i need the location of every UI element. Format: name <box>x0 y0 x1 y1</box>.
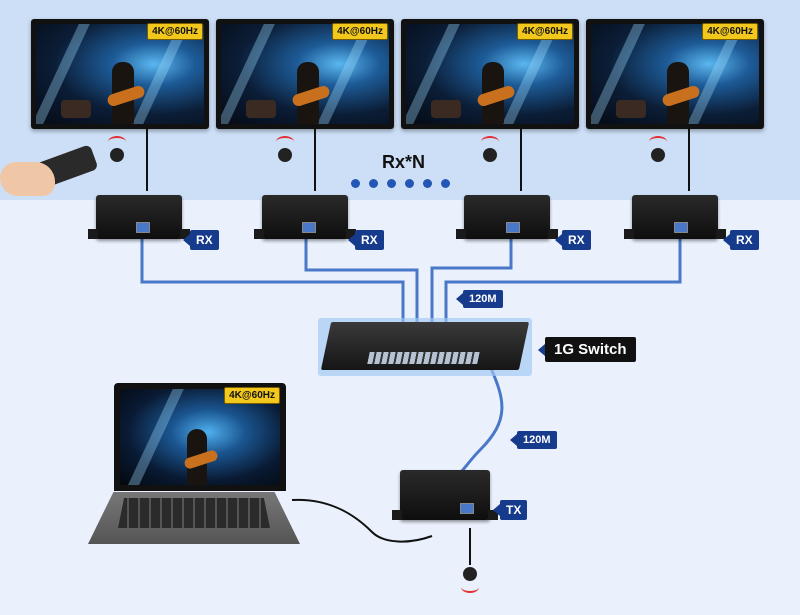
switch-label: 1G Switch <box>538 337 636 362</box>
resolution-badge: 4K@60Hz <box>332 23 388 40</box>
ellipsis-dots-icon <box>351 175 461 188</box>
display-3-screen <box>406 24 574 124</box>
resolution-badge: 4K@60Hz <box>147 23 203 40</box>
cable-rx-2 <box>304 236 419 327</box>
laptop-screen <box>120 389 280 485</box>
ir-receiver-icon <box>481 136 499 164</box>
ir-receiver-icon <box>276 136 294 164</box>
distance-label-lower: 120M <box>510 431 557 449</box>
rx-unit-3 <box>456 195 558 239</box>
rx-label: RX <box>183 230 219 250</box>
rx-label: RX <box>723 230 759 250</box>
display-1-stand <box>146 129 148 191</box>
remote-control-icon <box>0 144 99 200</box>
display-2-stand <box>314 129 316 191</box>
display-4: 4K@60Hz <box>586 19 764 129</box>
display-3: 4K@60Hz <box>401 19 579 129</box>
hdmi-cable-laptop <box>291 498 433 543</box>
rx-label: RX <box>348 230 384 250</box>
rx-unit-2 <box>254 195 356 239</box>
network-switch <box>320 322 530 370</box>
display-1-screen <box>36 24 204 124</box>
display-1: 4K@60Hz <box>31 19 209 129</box>
display-2: 4K@60Hz <box>216 19 394 129</box>
cable-rx-3 <box>430 236 513 327</box>
ir-receiver-icon <box>649 136 667 164</box>
cable-rx-4 <box>444 236 682 327</box>
display-4-screen <box>591 24 759 124</box>
laptop-keyboard <box>118 498 270 528</box>
rx-unit-4 <box>624 195 726 239</box>
rx-count-label: Rx*N <box>382 152 426 172</box>
ir-receiver-icon <box>108 136 126 164</box>
tx-label: TX <box>492 500 528 520</box>
display-3-stand <box>520 129 522 191</box>
rx-unit-1 <box>88 195 190 239</box>
resolution-badge: 4K@60Hz <box>702 23 758 40</box>
rx-label: RX <box>555 230 591 250</box>
ir-receiver-icon <box>461 565 479 593</box>
resolution-badge: 4K@60Hz <box>517 23 573 40</box>
cable-rx-1 <box>140 236 405 327</box>
distance-label-upper: 120M <box>456 290 503 308</box>
laptop-display: 4K@60Hz <box>114 383 286 491</box>
display-4-stand <box>688 129 690 191</box>
tx-unit <box>392 470 498 520</box>
resolution-badge: 4K@60Hz <box>224 387 280 404</box>
display-2-screen <box>221 24 389 124</box>
